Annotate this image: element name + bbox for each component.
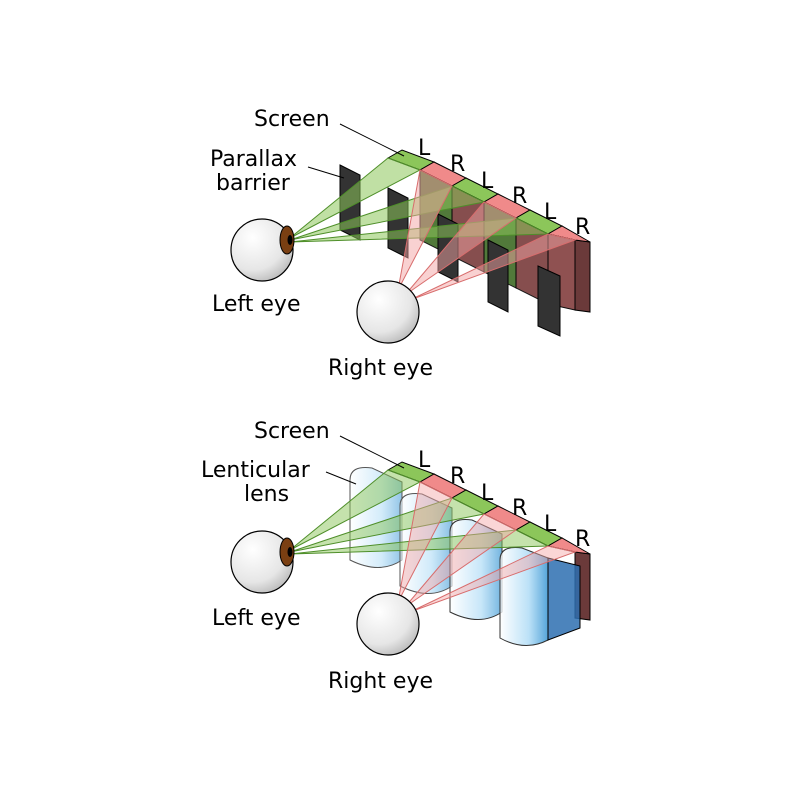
- parallax-barrier-panel: Screen Parallax barrier Left eye Right e…: [210, 107, 591, 381]
- barrier-slat: [387, 187, 409, 259]
- barrier-slat: [487, 239, 509, 313]
- bottom-letter: L: [481, 481, 494, 506]
- lens-end-face: [547, 557, 581, 641]
- top-left-eye: [230, 218, 295, 282]
- barrier-slat: [537, 265, 561, 337]
- top-barrier-label-2: barrier: [216, 171, 291, 196]
- bottom-letter: R: [512, 496, 527, 521]
- lenticular-lens-panel: Screen Lenticular lens Left eye Right ey…: [201, 419, 591, 694]
- top-barrier-label-1: Parallax: [210, 147, 297, 172]
- bottom-lens-label-2: lens: [244, 482, 289, 507]
- top-right-eye-label: Right eye: [328, 356, 433, 381]
- top-screen-label: Screen: [254, 107, 330, 132]
- top-right-eye: [356, 280, 420, 344]
- top-letter: L: [418, 136, 431, 161]
- bottom-right-eye: [356, 592, 420, 656]
- bottom-left-eye-label: Left eye: [212, 606, 300, 631]
- bottom-letter: R: [450, 464, 465, 489]
- top-letter: L: [544, 200, 557, 225]
- top-letter: R: [575, 215, 590, 240]
- bottom-screen-label: Screen: [254, 419, 330, 444]
- top-left-eye-label: Left eye: [212, 292, 300, 317]
- bottom-letter: R: [575, 527, 590, 552]
- bottom-letter: L: [418, 448, 431, 473]
- bottom-left-eye-rays: [289, 469, 549, 555]
- bottom-right-eye-rays: [397, 481, 577, 613]
- top-right-eye-rays: [397, 169, 577, 301]
- bottom-lens-label-1: Lenticular: [201, 458, 311, 483]
- top-letter: R: [512, 184, 527, 209]
- bottom-letter: L: [544, 512, 557, 537]
- bottom-right-eye-label: Right eye: [328, 669, 433, 694]
- bottom-left-eye: [230, 530, 295, 594]
- top-letter: L: [481, 169, 494, 194]
- top-letter: R: [450, 152, 465, 177]
